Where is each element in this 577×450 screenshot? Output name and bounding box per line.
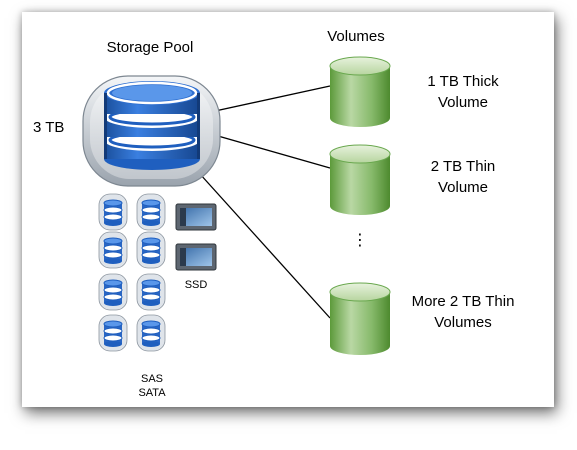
- ssd-drive-icon-1: [175, 203, 217, 231]
- hdd-drive-icon-6: [136, 273, 166, 311]
- ssd-drive-icon-2: [175, 243, 217, 271]
- volume-2-label-line2: Volume: [437, 179, 489, 196]
- volume-cylinder-1: [329, 56, 391, 127]
- storage-pool-icon: [82, 75, 221, 187]
- hdd-drive-icon-7: [98, 314, 128, 352]
- volume-1-label-line2: Volume: [437, 94, 489, 111]
- volume-3-label-line2: Volumes: [434, 314, 492, 331]
- hdd-drive-icon-3: [98, 231, 128, 269]
- volume-3-label-line1: More 2 TB Thin: [411, 293, 515, 310]
- volume-cylinder-3: [329, 282, 391, 355]
- hdd-label-sata: SATA: [138, 387, 166, 399]
- hdd-label-sas: SAS: [140, 373, 164, 385]
- volume-cylinder-2: [329, 144, 391, 215]
- hdd-drive-icon-4: [136, 231, 166, 269]
- ssd-label: SSD: [184, 279, 208, 291]
- volumes-header: Volumes: [327, 28, 385, 45]
- hdd-drive-icon-5: [98, 273, 128, 311]
- hdd-drive-icon-1: [98, 193, 128, 231]
- more-volumes-ellipsis: ⋮: [352, 232, 368, 249]
- pool-capacity: 3 TB: [33, 119, 65, 136]
- pool-title: Storage Pool: [106, 39, 194, 56]
- hdd-drives: [98, 193, 166, 352]
- volume-1-label-line1: 1 TB Thick: [427, 73, 499, 90]
- volume-2-label-line1: 2 TB Thin: [430, 158, 496, 175]
- hdd-drive-icon-2: [136, 193, 166, 231]
- hdd-drive-icon-8: [136, 314, 166, 352]
